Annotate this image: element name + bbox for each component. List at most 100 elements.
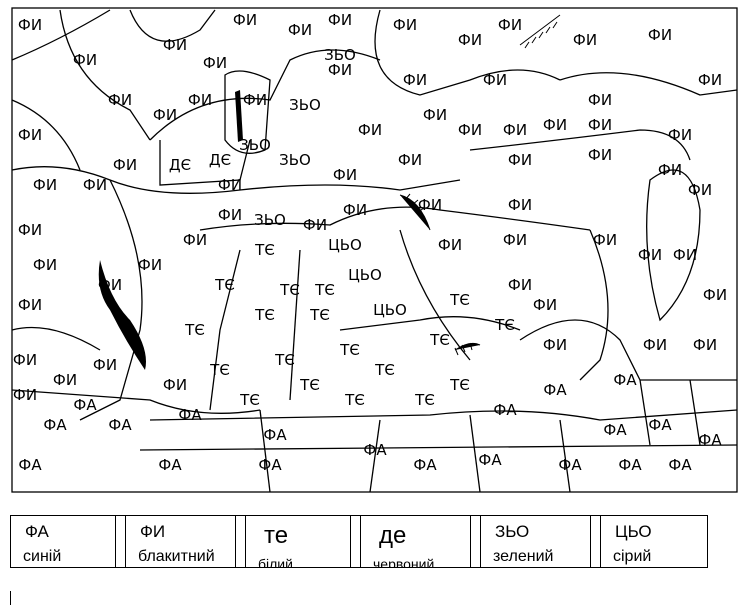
region-code-label: ФИ: [403, 71, 427, 89]
region-code-label: ФА: [258, 456, 282, 474]
region-code-label: ТЄ: [314, 281, 335, 299]
region-code-label: ФИ: [503, 121, 527, 139]
region-code-label: ФИ: [303, 216, 327, 234]
legend-item-grey: ЦЬО сірий: [601, 516, 706, 567]
coloring-picture: ФИ ФИ ФИ ФИ ФИ ФИ ФИ ФИ ФИ ФИ ФИ ФИ ФИ ФИ ФИ ФИ ФИ ФИ ФИ ФИ…: [11, 7, 738, 493]
region-code-label: ФИ: [543, 336, 567, 354]
region-code-label: ФИ: [33, 176, 57, 194]
legend-divider: [471, 516, 481, 567]
legend-colour-name: зелений: [493, 548, 554, 565]
region-code-label: ФИ: [418, 196, 442, 214]
legend-divider: [116, 516, 126, 567]
region-code-label: ФА: [698, 431, 722, 449]
region-code-label: ФИ: [508, 151, 532, 169]
region-code-label: ФА: [18, 456, 42, 474]
region-code-label: ФИ: [483, 71, 507, 89]
region-code-label: ФИ: [503, 231, 527, 249]
region-code-label: ФИ: [398, 151, 422, 169]
region-code-label: ФИ: [698, 71, 722, 89]
region-code-label: ФИ: [638, 246, 662, 264]
region-code-label: ТЄ: [184, 321, 205, 339]
region-code-label: ТЄ: [299, 376, 320, 394]
legend-colour-name: червоний: [373, 556, 435, 567]
region-code-label: ФИ: [108, 91, 132, 109]
region-code-label: ТЄ: [339, 341, 360, 359]
region-code-label: ТЄ: [414, 391, 435, 409]
region-code-label: ФИ: [328, 61, 352, 79]
region-code-label: ЦЬО: [373, 301, 407, 319]
legend-divider: [236, 516, 246, 567]
region-code-label: ФИ: [458, 121, 482, 139]
region-code-label: ФИ: [658, 161, 682, 179]
region-code-label: ЦЬО: [348, 266, 382, 284]
region-code-label: ЦЬО: [328, 236, 362, 254]
region-code-label: ФА: [543, 381, 567, 399]
region-code-labels: ФИ ФИ ФИ ФИ ФИ ФИ ФИ ФИ ФИ ФИ ФИ ФИ ФИ ФИ ФИ ФИ ФИ ФИ ФИ ФИ…: [13, 11, 727, 474]
region-code-label: ФИ: [508, 196, 532, 214]
region-code-label: ФИ: [458, 31, 482, 49]
region-code-label: ФА: [668, 456, 692, 474]
region-code-label: ТЄ: [309, 306, 330, 324]
region-code-label: ФА: [363, 441, 387, 459]
legend-code: ЦЬО: [615, 522, 652, 541]
region-code-label: ФИ: [688, 181, 712, 199]
region-code-label: ФА: [603, 421, 627, 439]
region-code-label: ФИ: [668, 126, 692, 144]
region-code-label: ФИ: [18, 16, 42, 34]
region-code-label: ФИ: [163, 376, 187, 394]
region-code-label: ФИ: [333, 166, 357, 184]
region-code-label: ДЄ: [209, 151, 231, 169]
region-code-label: ДЄ: [169, 156, 191, 174]
region-code-label: ФИ: [18, 296, 42, 314]
region-code-label: ФИ: [588, 146, 612, 164]
region-code-label: ТЄ: [274, 351, 295, 369]
region-code-label: ФИ: [588, 91, 612, 109]
region-code-label: ФИ: [203, 54, 227, 72]
region-code-label: ФИ: [13, 351, 37, 369]
region-code-label: ФА: [158, 456, 182, 474]
region-code-label: ТЄ: [374, 361, 395, 379]
region-code-label: ЗЬО: [324, 46, 356, 64]
region-code-label: ТЄ: [494, 316, 515, 334]
region-code-label: ФИ: [218, 176, 242, 194]
region-code-label: ФИ: [393, 16, 417, 34]
region-code-label: ФА: [613, 371, 637, 389]
region-code-label: ФА: [263, 426, 287, 444]
region-code-label: ФИ: [98, 276, 122, 294]
region-code-label: ТЄ: [449, 376, 470, 394]
legend-colour-name: синій: [23, 548, 62, 565]
region-code-label: ТЄ: [214, 276, 235, 294]
legend-item-blue: ФА синій: [11, 516, 116, 567]
region-code-label: ФА: [648, 416, 672, 434]
region-code-label: ФИ: [83, 176, 107, 194]
region-code-label: ФИ: [703, 286, 727, 304]
region-code-label: ФИ: [18, 221, 42, 239]
region-code-label: ФИ: [183, 231, 207, 249]
region-code-label: ФИ: [33, 256, 57, 274]
region-code-label: ФА: [493, 401, 517, 419]
region-code-label: ФИ: [153, 106, 177, 124]
region-code-label: ФИ: [498, 16, 522, 34]
region-code-label: ЗЬО: [239, 136, 271, 154]
region-code-label: ФИ: [533, 296, 557, 314]
region-code-label: ФИ: [188, 91, 212, 109]
legend-item-white: те білий: [246, 516, 351, 567]
region-code-label: ФА: [478, 451, 502, 469]
region-code-label: ФИ: [218, 206, 242, 224]
region-code-label: ФА: [558, 456, 582, 474]
region-code-label: ФА: [108, 416, 132, 434]
region-code-label: ФИ: [93, 356, 117, 374]
region-code-label: ФИ: [438, 236, 462, 254]
region-code-label: ФА: [73, 396, 97, 414]
region-code-label: ФИ: [693, 336, 717, 354]
region-code-label: ФИ: [73, 51, 97, 69]
region-code-label: ФИ: [673, 246, 697, 264]
region-code-label: ФИ: [648, 26, 672, 44]
region-code-label: ФИ: [288, 21, 312, 39]
region-code-label: ЗЬО: [254, 211, 286, 229]
region-code-label: ФИ: [163, 36, 187, 54]
region-code-label: ФИ: [588, 116, 612, 134]
region-code-label: ФИ: [508, 276, 532, 294]
region-code-label: ФИ: [328, 11, 352, 29]
region-code-label: ТЄ: [279, 281, 300, 299]
